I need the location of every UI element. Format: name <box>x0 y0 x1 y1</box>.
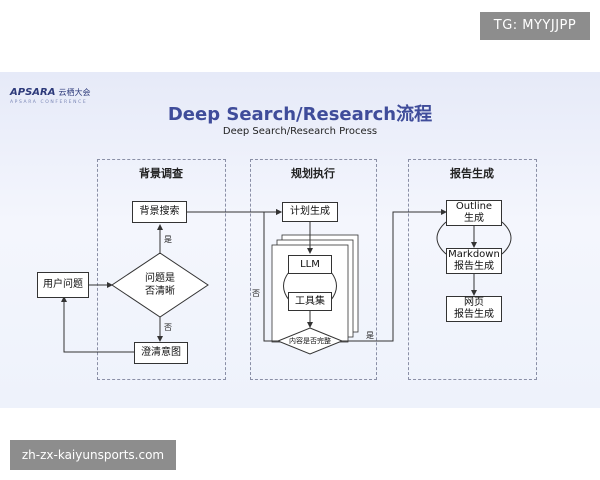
node-webpage-line1: 网页 <box>464 297 484 308</box>
node-llm: LLM <box>288 255 332 274</box>
node-webpage: 网页 报告生成 <box>446 296 502 322</box>
node-outline-text: Outline 生成 <box>456 201 492 225</box>
section-title-planning: 规划执行 <box>291 167 335 180</box>
logo-sub: APSARA CONFERENCE <box>10 100 88 105</box>
report-left-arc <box>436 221 447 255</box>
decision-content-complete <box>276 327 344 355</box>
section-planning <box>250 159 377 380</box>
node-content-complete-label: 内容是否完整 <box>289 337 331 345</box>
node-webpage-text: 网页 报告生成 <box>454 297 494 321</box>
node-markdown-line2: 报告生成 <box>453 261 494 272</box>
section-background <box>97 159 226 380</box>
node-outline: Outline 生成 <box>446 200 502 226</box>
edge-label-yes-complete: 是 <box>366 331 374 340</box>
loop-left-arc <box>283 271 290 301</box>
node-markdown: Markdown 报告生成 <box>446 248 502 274</box>
section-title-background: 背景调查 <box>139 167 183 180</box>
node-toolset-label: 工具集 <box>295 295 325 307</box>
tag-badge: TG: MYYJJPP <box>480 12 590 40</box>
edge-label-no-complete: 否 <box>252 289 260 298</box>
section-report <box>408 159 537 380</box>
report-right-arc <box>501 221 512 255</box>
node-webpage-line2: 报告生成 <box>454 309 494 320</box>
diagram-subtitle: Deep Search/Research Process <box>222 126 378 137</box>
section-title-report: 报告生成 <box>450 167 494 180</box>
node-markdown-text: Markdown 报告生成 <box>448 249 500 273</box>
node-clarify-intent: 澄清意图 <box>134 342 188 364</box>
node-question-clear-label: 问题是 否清晰 <box>126 272 194 298</box>
node-outline-line1: Outline <box>455 201 493 212</box>
logo-brand: APSARA <box>10 87 56 98</box>
node-background-search-label: 背景搜索 <box>139 206 180 217</box>
node-clarify-intent-label: 澄清意图 <box>141 347 181 358</box>
edge-label-yes-clear: 是 <box>164 235 172 244</box>
edge-complete-plan <box>263 209 282 342</box>
node-outline-line2: 生成 <box>464 213 484 224</box>
logo-cn: 云栖大会 <box>58 88 91 97</box>
node-toolset: 工具集 <box>288 292 332 311</box>
node-background-search: 背景搜索 <box>132 201 187 223</box>
edge-label-no-clear: 否 <box>164 323 172 332</box>
loop-right-arc <box>330 271 337 301</box>
diagram-title: Deep Search/Research流程 <box>167 104 433 125</box>
edge-clarify-user <box>61 296 134 353</box>
node-plan-generate: 计划生成 <box>282 202 338 222</box>
edge-complete-outline <box>342 209 447 342</box>
node-plan-generate-label: 计划生成 <box>290 206 330 217</box>
node-question-clear-line1: 问题是 <box>145 273 175 284</box>
node-question-clear-line2: 否清晰 <box>145 286 175 297</box>
node-markdown-line1: Markdown <box>448 249 500 260</box>
node-user-question: 用户问题 <box>37 272 89 298</box>
node-llm-label: LLM <box>300 258 320 270</box>
watermark-badge: zh-zx-kaiyunsports.com <box>10 440 176 470</box>
node-user-question-label: 用户问题 <box>43 279 83 290</box>
